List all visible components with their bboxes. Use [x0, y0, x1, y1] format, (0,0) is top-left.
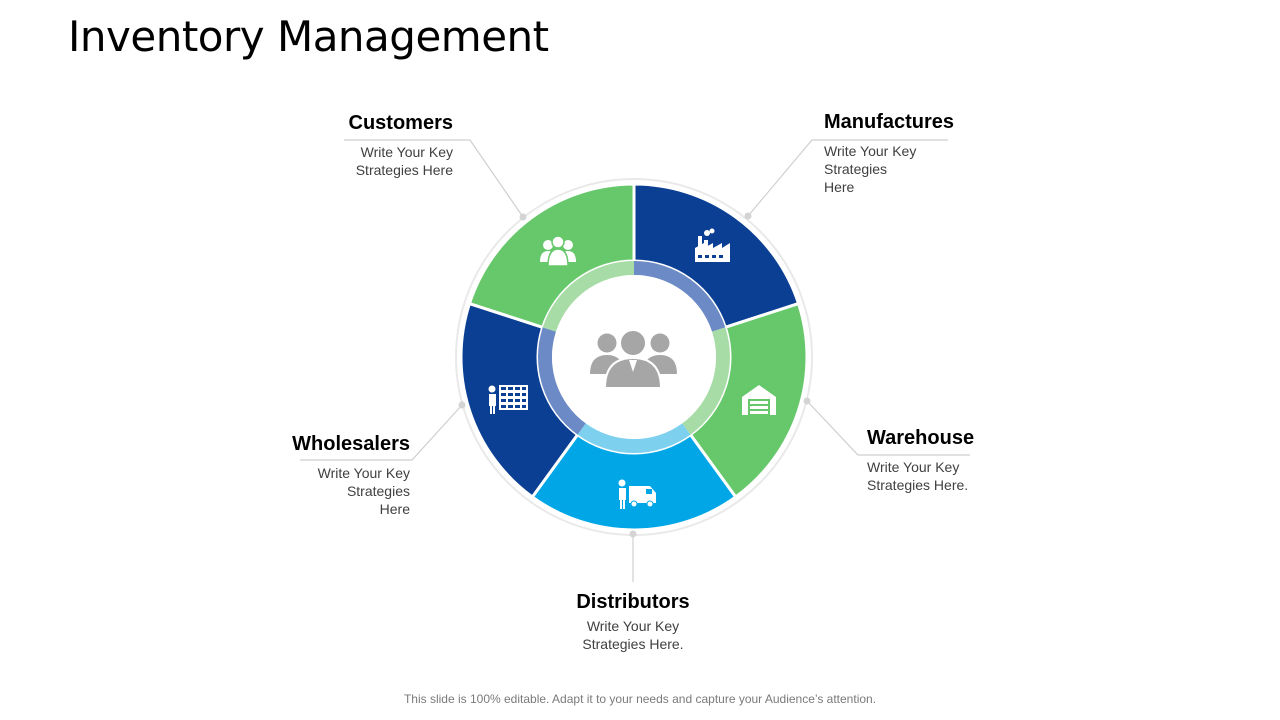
leader-dot-wholesalers	[458, 401, 466, 409]
label-wholesalers: Wholesalers Write Your Key Strategies He…	[250, 433, 410, 518]
warehouse-title: Warehouse	[867, 427, 975, 449]
distributors-title: Distributors	[576, 591, 690, 613]
leader-dot-warehouse	[803, 397, 811, 405]
wholesalers-desc-line: Here	[379, 501, 410, 517]
customers-description: Write Your Key Strategies Here	[293, 143, 453, 179]
distributors-desc-line: Strategies Here.	[582, 636, 684, 652]
manufactures-description: Write Your Key Strategies Here	[824, 142, 954, 196]
factory-icon	[695, 228, 730, 262]
delivery-truck-icon	[618, 479, 656, 509]
worker-shelf-icon	[488, 385, 528, 414]
warehouse-description: Write Your Key Strategies Here.	[867, 458, 974, 494]
leader-line-warehouse	[806, 400, 970, 456]
wholesalers-desc-line: Strategies	[346, 483, 410, 499]
leader-dot-manufactures	[744, 212, 752, 220]
leader-line-customers	[344, 139, 524, 218]
customers-title: Customers	[348, 112, 453, 134]
wholesalers-desc-line: Write Your Key	[317, 465, 410, 481]
leader-dot-distributors	[629, 530, 637, 538]
manufactures-desc-line: Here	[824, 179, 855, 195]
manufactures-desc-line: Write Your Key	[824, 143, 917, 159]
leader-dot-customers	[519, 213, 527, 221]
label-distributors: Distributors Write Your Key Strategies H…	[533, 591, 733, 653]
label-customers: Customers Write Your Key Strategies Here	[293, 112, 453, 179]
inner-ring-manufactures	[634, 261, 726, 332]
customers-group-icon	[540, 235, 576, 267]
manufactures-title: Manufactures	[824, 111, 955, 133]
distributors-description: Write Your Key Strategies Here.	[533, 617, 733, 653]
label-manufactures: Manufactures Write Your Key Strategies H…	[824, 111, 954, 196]
distributors-desc-line: Write Your Key	[586, 618, 680, 634]
inner-ring-wholesalers	[538, 327, 586, 435]
warehouse-desc-line: Strategies Here.	[867, 477, 969, 493]
warehouse-desc-line: Write Your Key	[867, 459, 960, 475]
footer-note: This slide is 100% editable. Adapt it to…	[403, 692, 877, 706]
page-title: Inventory Management	[68, 12, 549, 61]
inner-ring-warehouse	[682, 327, 730, 435]
manufactures-desc-line: Strategies	[824, 161, 888, 177]
inner-ring-customers	[542, 261, 634, 332]
leader-line-wholesalers	[300, 404, 463, 461]
inner-ring-distributors	[577, 423, 691, 453]
wholesalers-description: Write Your Key Strategies Here	[250, 464, 410, 518]
leader-lines	[300, 139, 970, 582]
center-disc	[552, 275, 716, 439]
business-group-icon	[590, 329, 677, 389]
wholesalers-title: Wholesalers	[292, 433, 410, 455]
warehouse-icon	[742, 385, 776, 415]
leader-line-manufactures	[747, 139, 948, 217]
customers-desc-line: Write Your Key	[360, 144, 453, 160]
label-warehouse: Warehouse Write Your Key Strategies Here…	[867, 427, 974, 494]
customers-desc-line: Strategies Here	[355, 162, 453, 178]
